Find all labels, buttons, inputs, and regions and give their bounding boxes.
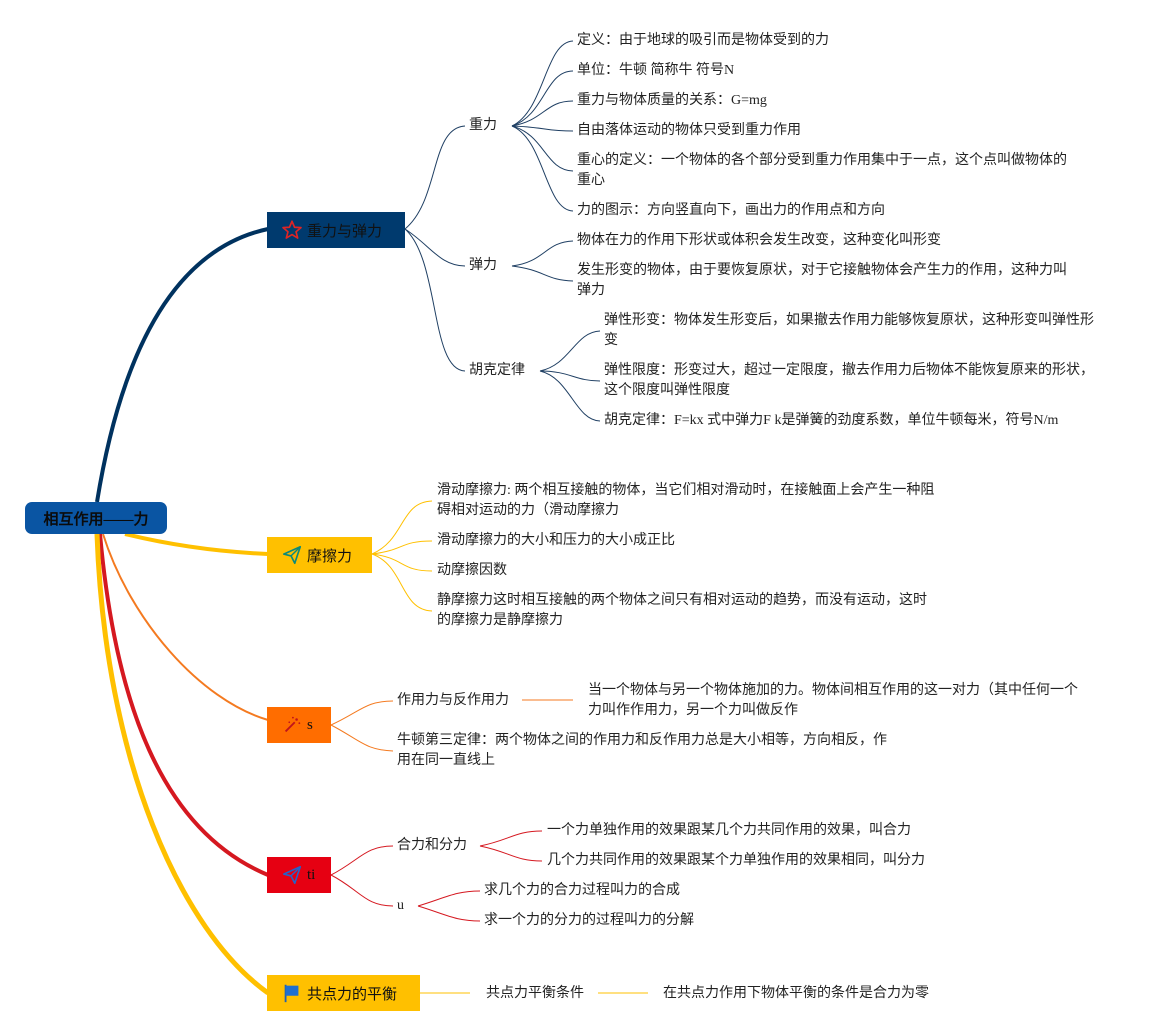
flag-icon: [281, 982, 303, 1004]
topic-s[interactable]: s: [267, 707, 331, 743]
connector-tanli-1: [511, 240, 574, 267]
paper-plane-icon: [281, 544, 303, 566]
leaf-resultant: 一个力单独作用的效果跟某几个力共同作用的效果，叫合力: [547, 823, 911, 838]
leaf-hooke-1: 弹性形变：物体发生形变后，如果撤去作用力能够恢复原状，这种形变叫弹性形变: [604, 313, 1094, 348]
leaf-friction-2: 滑动摩擦力的大小和压力的大小成正比: [437, 533, 675, 548]
connector-zhongli-5: [511, 125, 574, 172]
leaf-zhongli-5: 重心的定义：一个物体的各个部分受到重力作用集中于一点，这个点叫做物体的重心: [577, 153, 1067, 188]
connector-heli-1: [479, 830, 543, 847]
connector-friction-2: [371, 540, 433, 555]
leaf-zhongli-2: 单位：牛顿 简称牛 符号N: [577, 63, 735, 78]
subtopic-balance-condition[interactable]: 共点力平衡条件: [486, 986, 584, 1001]
connector-zhongli-3: [511, 100, 574, 127]
connector-gravity-hooke: [404, 228, 466, 372]
leaf-action-reaction-detail: 当一个物体与另一个物体施加的力。物体间相互作用的这一对力（其中任何一个力叫作作用…: [588, 683, 1078, 718]
subtopic-u[interactable]: u: [397, 898, 404, 913]
connector-gravity-tanli: [404, 228, 466, 267]
connector-root-balance: [94, 533, 270, 996]
leaf-tanli-1: 物体在力的作用下形状或体积会发生改变，这种变化叫形变: [577, 233, 941, 248]
subtopic-resultant-component[interactable]: 合力和分力: [397, 838, 467, 853]
leaf-friction-1: 滑动摩擦力: 两个相互接触的物体，当它们相对滑动时，在接触面上会产生一种阻碍相对…: [437, 483, 935, 518]
topic-label: 摩擦力: [307, 548, 353, 565]
connector-heli-2: [479, 845, 543, 862]
connector-root-friction: [124, 532, 269, 556]
connector-root-s: [102, 533, 269, 721]
connector-u-1: [417, 890, 481, 907]
leaf-friction-3: 动摩擦因数: [437, 563, 507, 578]
connector-root-gravity: [95, 227, 269, 503]
connector-friction-4: [371, 553, 433, 612]
leaf-hooke-2: 弹性限度：形变过大，超过一定限度，撤去作用力后物体不能恢复原来的形状，这个限度叫…: [604, 363, 1094, 398]
connector-zhongli-4: [511, 125, 574, 132]
leaf-zhongli-1: 定义：由于地球的吸引而是物体受到的力: [577, 33, 829, 48]
connector-s-2: [330, 724, 394, 752]
connector-zhongli-6: [511, 125, 574, 212]
connector-gravity-zhongli: [404, 125, 466, 230]
connector-friction-3: [371, 553, 433, 572]
leaf-newton-third-law: 牛顿第三定律：两个物体之间的作用力和反作用力总是大小相等，方向相反，作用在同一直…: [397, 733, 887, 768]
topic-label: ti: [307, 866, 316, 883]
leaf-zhongli-6: 力的图示：方向竖直向下，画出力的作用点和方向: [577, 203, 885, 218]
connector-hooke-1: [539, 330, 601, 372]
subtopic-hooke[interactable]: 胡克定律: [469, 363, 525, 378]
connector-s-1: [330, 700, 394, 726]
topic-balance[interactable]: 共点力的平衡: [267, 975, 420, 1011]
connector-root-ti: [98, 533, 269, 877]
star-icon: [281, 219, 303, 241]
magic-wand-icon: [281, 714, 303, 736]
topic-gravity-elasticity[interactable]: 重力与弹力: [267, 212, 405, 248]
root-topic[interactable]: 相互作用——力: [25, 502, 167, 534]
topic-ti[interactable]: ti: [267, 857, 331, 893]
leaf-friction-4: 静摩擦力这时相互接触的两个物体之间只有相对运动的趋势，而没有运动，这时的摩擦力是…: [437, 593, 927, 628]
leaf-hooke-3: 胡克定律：F=kx 式中弹力F k是弹簧的劲度系数，单位牛顿每米，符号N/m: [604, 413, 1059, 428]
topic-label: 重力与弹力: [307, 223, 383, 240]
leaf-component: 几个力共同作用的效果跟某个力单独作用的效果相同，叫分力: [547, 853, 925, 868]
leaf-zhongli-3: 重力与物体质量的关系：G=mg: [577, 93, 767, 108]
connector-hooke-2: [539, 370, 601, 382]
topic-friction[interactable]: 摩擦力: [267, 537, 372, 573]
connector-tanli-2: [511, 265, 574, 282]
leaf-zhongli-4: 自由落体运动的物体只受到重力作用: [577, 123, 801, 138]
root-label: 相互作用——力: [43, 511, 149, 528]
connector-zhongli-2: [511, 70, 574, 127]
paper-plane-icon: [281, 864, 303, 886]
leaf-decomposition: 求一个力的分力的过程叫力的分解: [484, 913, 694, 928]
subtopic-zhongli[interactable]: 重力: [469, 118, 497, 133]
connector-ti-1: [330, 845, 394, 876]
connector-zhongli-1: [511, 40, 574, 127]
connector-friction-1: [371, 500, 433, 555]
connector-ti-2: [330, 874, 394, 907]
subtopic-tanli[interactable]: 弹力: [469, 258, 497, 273]
connector-hooke-3: [539, 370, 601, 422]
leaf-balance-detail: 在共点力作用下物体平衡的条件是合力为零: [663, 986, 929, 1001]
topic-label: s: [307, 716, 313, 733]
leaf-composition: 求几个力的合力过程叫力的合成: [484, 883, 680, 898]
subtopic-action-reaction[interactable]: 作用力与反作用力: [397, 693, 509, 708]
leaf-tanli-2: 发生形变的物体，由于要恢复原状，对于它接触物体会产生力的作用，这种力叫弹力: [577, 263, 1067, 298]
topic-label: 共点力的平衡: [307, 986, 398, 1003]
connector-u-2: [417, 905, 481, 922]
